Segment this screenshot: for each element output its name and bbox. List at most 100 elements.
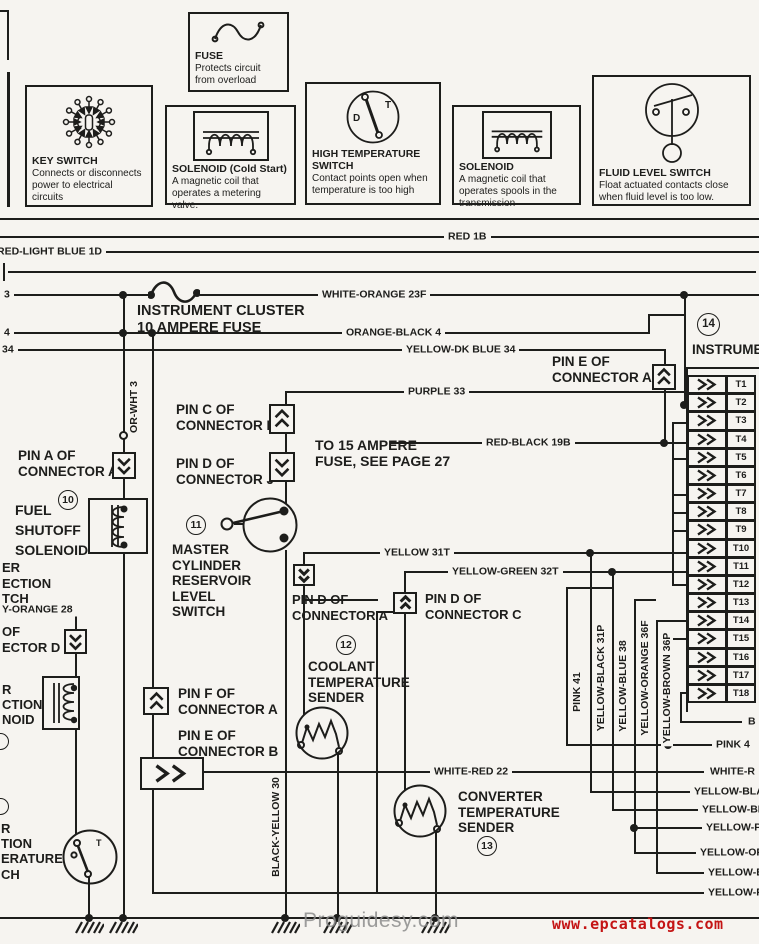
legend-title: SOLENOID (Cold Start) xyxy=(172,163,287,175)
label-master-cylinder-switch: MASTER CYLINDER RESERVOIR LEVEL SWITCH xyxy=(172,542,252,619)
terminal-label: T5 xyxy=(726,447,756,467)
wire xyxy=(303,584,305,715)
connector-pin-e-b-icon xyxy=(140,757,204,790)
legend-desc: Connects or disconnects power to electri… xyxy=(32,168,142,203)
ground-junction xyxy=(119,914,127,922)
wire-label-orange-black-4: ORANGE-BLACK 4 xyxy=(342,326,446,340)
terminal-chevron-icon xyxy=(687,574,727,595)
symbol-letter-t: T xyxy=(96,838,102,848)
terminal-chevron-icon xyxy=(687,538,727,558)
legend-title: HIGH TEMPERATURE SWITCH xyxy=(312,148,421,172)
wire xyxy=(88,877,90,919)
terminal-label: T7 xyxy=(726,484,756,504)
terminal-row: T9 xyxy=(687,520,756,540)
terminal-row: T14 xyxy=(687,611,756,631)
fuel-shutoff-solenoid-icon xyxy=(88,498,148,554)
terminal-label: T6 xyxy=(726,465,756,486)
wire xyxy=(123,294,125,919)
wire-label-yellow-green-32t: YELLOW-GREEN 32T xyxy=(448,565,563,579)
wire xyxy=(285,482,287,504)
wire xyxy=(634,599,636,854)
row-number-3: 3 xyxy=(0,288,14,302)
wire xyxy=(656,872,706,874)
terminal-row: T7 xyxy=(687,484,756,504)
terminal-chevron-icon xyxy=(687,411,727,431)
wire xyxy=(590,791,692,793)
cutoff-label: R xyxy=(1,821,11,836)
terminal-label: T15 xyxy=(726,629,756,649)
wire xyxy=(303,552,305,564)
legend-box-high-temperature-switch: D T HIGH TEMPERATURE SWITCH Contact poin… xyxy=(305,82,441,205)
wire xyxy=(303,599,378,601)
wire xyxy=(668,638,690,640)
wire xyxy=(672,512,690,514)
connector-pin-c-b-icon xyxy=(269,404,295,434)
wire xyxy=(634,827,704,829)
terminal-row: T1 xyxy=(687,375,756,395)
wire-label-yellow-orange-36f: YELLOW-ORANGE 36F xyxy=(639,617,651,739)
wire xyxy=(0,917,759,919)
junction-dot xyxy=(680,401,688,409)
junction-dot xyxy=(608,568,616,576)
wire-label-pink-41: PINK 41 xyxy=(571,669,583,715)
wire xyxy=(672,422,674,586)
wire xyxy=(566,587,568,746)
wire xyxy=(672,530,690,532)
terminal-chevron-icon xyxy=(687,375,727,395)
terminal-chevron-icon xyxy=(687,611,727,631)
terminal-row: T5 xyxy=(687,447,756,467)
wire xyxy=(8,294,150,296)
cutoff-label: TION xyxy=(1,836,33,851)
wire xyxy=(590,552,592,793)
label-coolant-temp-sender: COOLANT TEMPERATURE SENDER xyxy=(308,659,410,705)
cutoff-label: ER xyxy=(2,560,21,575)
circled-number-14: 14 xyxy=(697,313,720,336)
wire xyxy=(200,294,759,296)
edge-label-yellow-black: YELLOW-BLA xyxy=(690,785,759,799)
cutoff-label: R xyxy=(2,682,12,697)
wire-label-y-orange-28: Y-ORANGE 28 xyxy=(0,603,77,617)
wire xyxy=(7,10,9,60)
label-pin-f-connector-a: PIN F OF CONNECTOR A xyxy=(178,686,278,717)
wire xyxy=(234,523,244,525)
wire-label-yellow-black-31p: YELLOW-BLACK 31P xyxy=(595,621,607,735)
label-pin-a-connector-a: PIN A OF CONNECTOR A xyxy=(18,448,118,479)
wire xyxy=(656,620,658,874)
wire xyxy=(684,294,686,406)
legend-title: FLUID LEVEL SWITCH xyxy=(599,167,711,179)
terminal-row: T3 xyxy=(687,411,756,431)
circled-number-13: 13 xyxy=(477,836,497,856)
legend-box-fluid-level-switch: FLUID LEVEL SWITCH Float actuated contac… xyxy=(592,75,751,206)
legend-title: SOLENOID xyxy=(459,161,514,173)
junction-dot xyxy=(586,549,594,557)
wire xyxy=(672,422,690,424)
terminal-row: T13 xyxy=(687,593,756,613)
cutoff-label: OF xyxy=(2,624,21,639)
wire xyxy=(152,332,154,759)
ground-junction xyxy=(281,914,289,922)
coolant-temp-sender-icon xyxy=(294,705,350,761)
circled-number-11: 11 xyxy=(186,515,206,535)
cutoff-label: CH xyxy=(1,867,20,882)
cutoff-label: ERATURE xyxy=(1,851,63,866)
terminal-row: T10 xyxy=(687,538,756,558)
terminal-row: T16 xyxy=(687,647,756,667)
legend-box-solenoid-transmission: SOLENOID A magnetic coil that operates s… xyxy=(452,105,581,209)
cutoff-label: ECTOR D xyxy=(2,640,61,655)
terminal-row: T4 xyxy=(687,429,756,449)
cutoff-label: ECTION xyxy=(2,576,52,591)
contact-circle xyxy=(119,431,128,440)
direction-solenoid-icon xyxy=(42,676,80,730)
wire xyxy=(680,692,690,694)
wire xyxy=(672,584,690,586)
wire xyxy=(404,613,406,790)
edge-label-white-red: WHITE-R xyxy=(706,765,759,779)
terminal-chevron-icon xyxy=(687,647,727,667)
wire xyxy=(634,852,698,854)
terminal-chevron-icon xyxy=(687,465,727,486)
cutoff-circled-number xyxy=(0,733,9,750)
wire-label-red-1b: RED 1B xyxy=(444,230,491,244)
label-instrument-cluster-fuse: INSTRUMENT CLUSTER 10 AMPERE FUSE xyxy=(137,303,305,336)
wire xyxy=(566,587,612,589)
